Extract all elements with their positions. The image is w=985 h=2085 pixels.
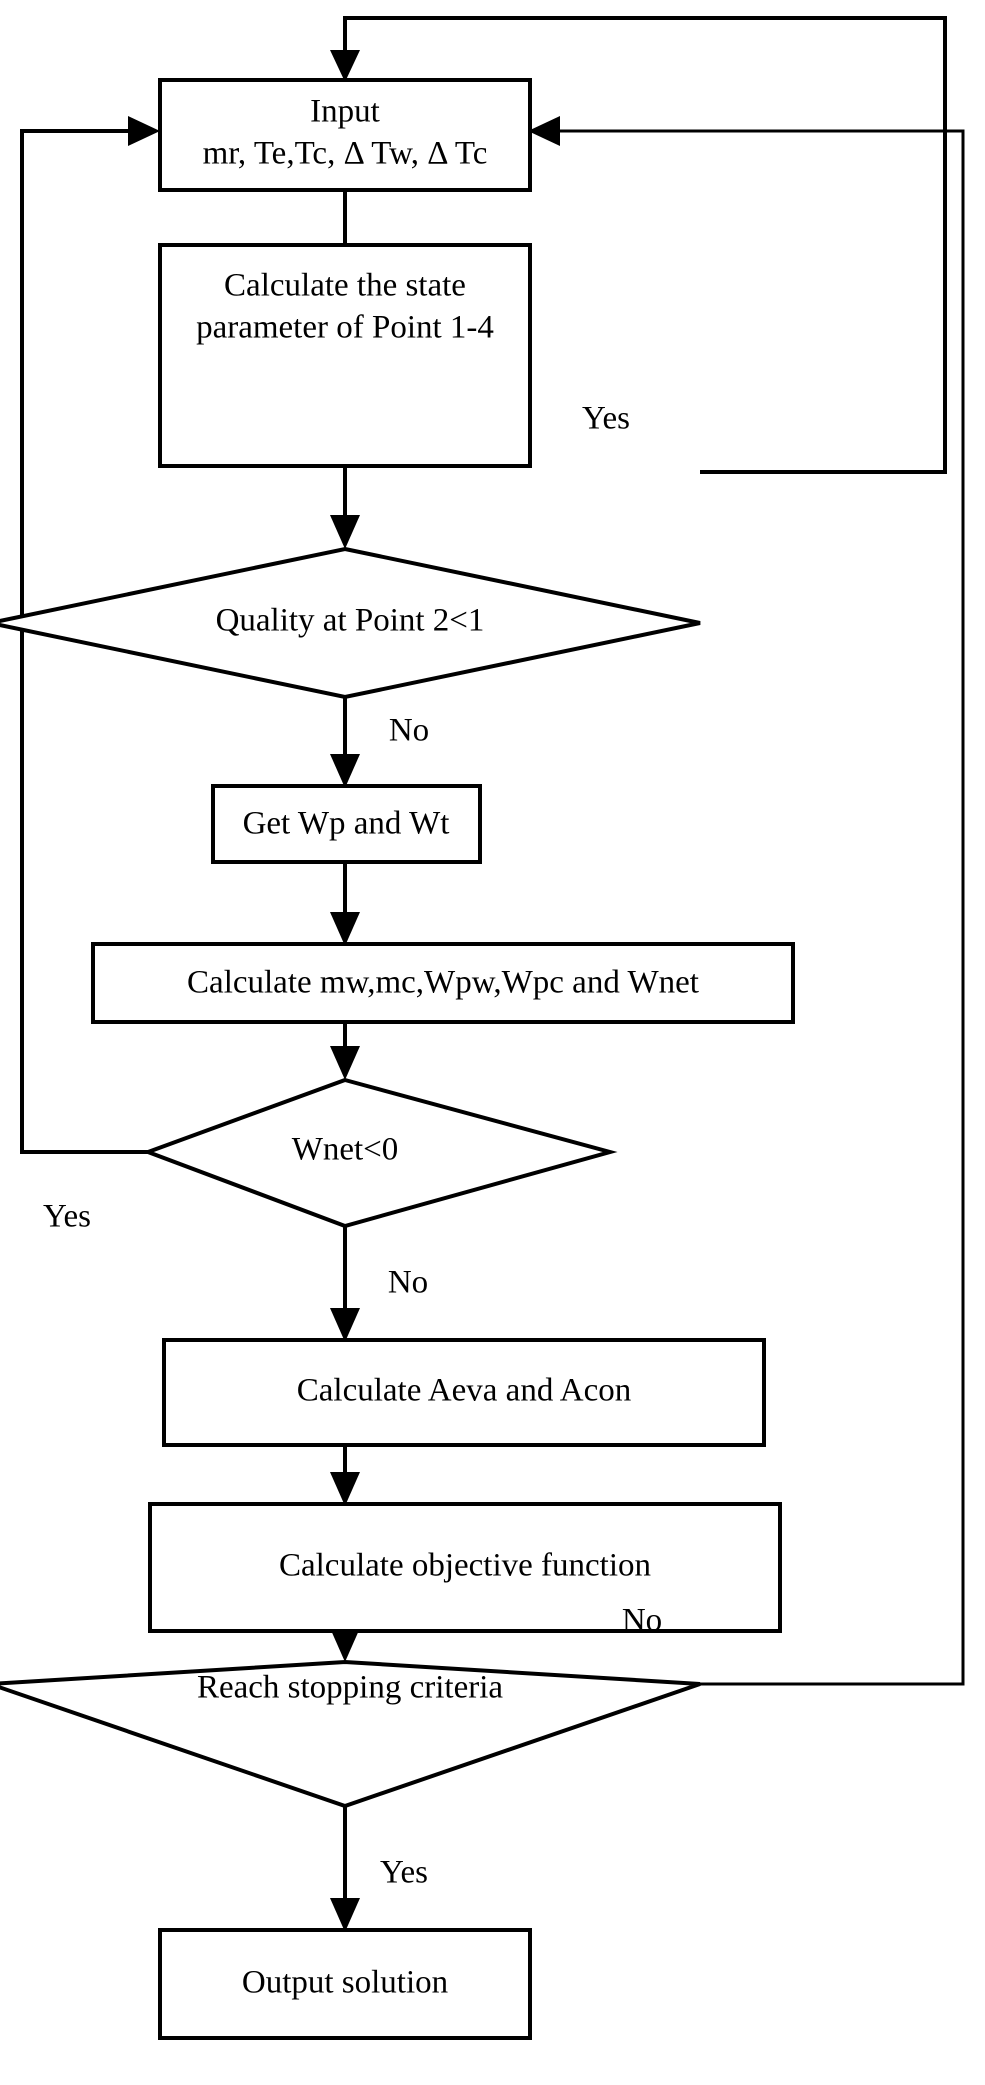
arrowhead-output <box>330 1898 360 1932</box>
arrowhead-into-input-top <box>330 50 360 82</box>
edge-stopping-no-loop <box>528 116 965 1686</box>
arrowhead-into-input-right <box>528 116 560 146</box>
node-input-rect[interactable] <box>158 78 532 192</box>
arrowhead-quality <box>330 515 360 549</box>
node-calc-mass-work-label: Calculate mw,mc,Wpw,Wpc and Wnet <box>187 965 699 1001</box>
node-state-param[interactable]: Calculate the state parameter of Point 1… <box>158 243 532 468</box>
node-input[interactable]: Input mr, Te,Tc, Δ Tw, Δ Tc <box>158 78 532 192</box>
node-quality-check[interactable]: Quality at Point 2<1 <box>0 546 701 700</box>
node-calc-objective[interactable]: Calculate objective function <box>148 1502 782 1633</box>
node-output-label: Output solution <box>242 1965 448 2001</box>
edge-area-to-objective <box>330 1444 360 1506</box>
node-calc-area-rect[interactable] <box>162 1338 766 1447</box>
edge-objective-to-stopping <box>330 1628 360 1662</box>
edge-label-wnet-no: No <box>388 1265 428 1301</box>
node-quality-check-diamond[interactable] <box>0 546 701 700</box>
edge-label-quality-yes: Yes <box>582 401 630 437</box>
node-state-param-rect[interactable] <box>158 243 532 468</box>
node-get-work[interactable]: Get Wp and Wt <box>211 784 482 864</box>
node-calc-objective-rect[interactable] <box>148 1502 782 1633</box>
node-calc-area-label: Calculate Aeva and Acon <box>297 1373 631 1409</box>
edge-quality-no-to-getwork <box>330 697 360 788</box>
node-output-rect[interactable] <box>158 1928 532 2040</box>
node-wnet-check-diamond[interactable] <box>142 1077 618 1229</box>
node-output[interactable]: Output solution <box>158 1928 532 2040</box>
arrowhead-calc-mass <box>330 912 360 946</box>
edge-wnet-yes-loop <box>20 116 160 1154</box>
node-calc-objective-label: Calculate objective function <box>279 1548 651 1584</box>
edge-label-stopping-no: No <box>622 1603 662 1639</box>
arrowhead-calc-objective <box>330 1472 360 1506</box>
node-get-work-label: Get Wp and Wt <box>243 806 450 842</box>
node-calc-area[interactable]: Calculate Aeva and Acon <box>162 1338 766 1447</box>
node-calc-mass-work[interactable]: Calculate mw,mc,Wpw,Wpc and Wnet <box>91 942 795 1024</box>
edge-label-quality-no: No <box>389 713 429 749</box>
edge-label-wnet-yes: Yes <box>43 1199 91 1235</box>
edge-label-stopping-yes: Yes <box>380 1855 428 1891</box>
node-quality-check-label: Quality at Point 2<1 <box>216 603 485 639</box>
edge-calcmass-to-wnet <box>330 1022 360 1080</box>
edge-quality-yes-loop <box>330 16 947 474</box>
node-stopping-check-label: Reach stopping criteria <box>197 1670 503 1706</box>
arrowhead-wnet <box>330 1046 360 1080</box>
node-state-param-line2: parameter of Point 1-4 <box>196 310 494 346</box>
edge-stopping-yes-to-output <box>330 1806 360 1932</box>
node-stopping-check[interactable]: Reach stopping criteria <box>0 1659 701 1809</box>
node-input-line2: mr, Te,Tc, Δ Tw, Δ Tc <box>203 136 488 172</box>
node-state-param-line1: Calculate the state <box>224 268 466 304</box>
node-calc-mass-work-rect[interactable] <box>91 942 795 1024</box>
arrowhead-get-work <box>330 754 360 788</box>
node-wnet-check-label: Wnet<0 <box>292 1132 399 1168</box>
arrowhead-stopping <box>330 1628 360 1662</box>
node-stopping-check-diamond[interactable] <box>0 1659 701 1809</box>
node-wnet-check[interactable]: Wnet<0 <box>142 1077 618 1229</box>
node-input-line1: Input <box>310 94 380 130</box>
arrowhead-calc-area <box>330 1308 360 1342</box>
edge-wnet-no-to-area <box>330 1226 360 1342</box>
edge-state-to-quality <box>330 466 360 549</box>
node-get-work-rect[interactable] <box>211 784 482 864</box>
arrowhead-into-input-left <box>128 116 160 146</box>
edge-getwork-to-calcmass <box>330 862 360 946</box>
